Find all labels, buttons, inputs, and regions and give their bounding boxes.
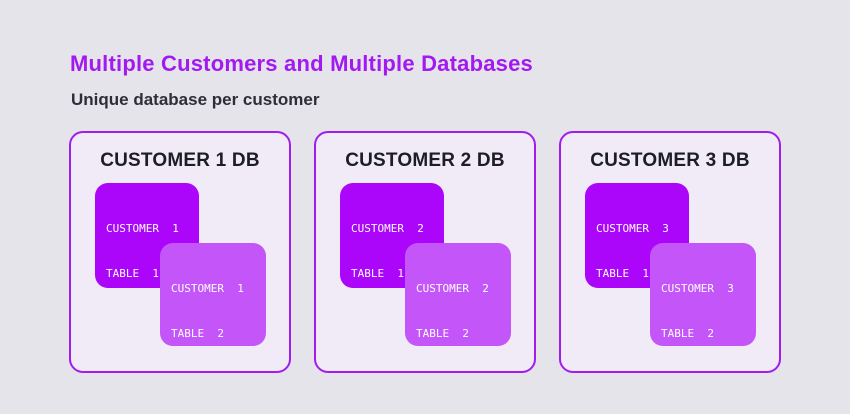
database-card-heading: CUSTOMER 2 DB [345,150,505,171]
table-label-line-2: TABLE 2 [171,327,224,340]
table-label-line-2: TABLE 2 [661,327,714,340]
table-label-line-2: TABLE 1 [106,267,159,280]
database-card-customer-2: CUSTOMER 2 DB CUSTOMER 2 TABLE 1 CUSTOME… [314,131,536,373]
database-card-customer-3: CUSTOMER 3 DB CUSTOMER 3 TABLE 1 CUSTOME… [559,131,781,373]
database-card-heading: CUSTOMER 3 DB [590,150,750,171]
table-node-customer-3-table-2: CUSTOMER 3 TABLE 2 [650,243,756,346]
table-node-customer-1-table-2: CUSTOMER 1 TABLE 2 [160,243,266,346]
table-label-line-1: CUSTOMER 2 [416,282,489,295]
database-cards-row: CUSTOMER 1 DB CUSTOMER 1 TABLE 1 CUSTOME… [69,131,781,373]
table-label-line-1: CUSTOMER 1 [106,222,179,235]
table-label-line-1: CUSTOMER 2 [351,222,424,235]
table-label-line-2: TABLE 1 [596,267,649,280]
table-node-customer-2-table-2: CUSTOMER 2 TABLE 2 [405,243,511,346]
table-label-line-2: TABLE 2 [416,327,469,340]
table-node-customer-1-table-1: CUSTOMER 1 TABLE 1 [95,183,199,288]
table-label-line-2: TABLE 1 [351,267,404,280]
database-card-customer-1: CUSTOMER 1 DB CUSTOMER 1 TABLE 1 CUSTOME… [69,131,291,373]
database-card-heading: CUSTOMER 1 DB [100,150,260,171]
table-label-line-1: CUSTOMER 3 [661,282,734,295]
table-label-line-1: CUSTOMER 1 [171,282,244,295]
table-label-line-1: CUSTOMER 3 [596,222,669,235]
diagram-title: Multiple Customers and Multiple Database… [70,51,533,76]
diagram-subtitle: Unique database per customer [71,90,320,109]
